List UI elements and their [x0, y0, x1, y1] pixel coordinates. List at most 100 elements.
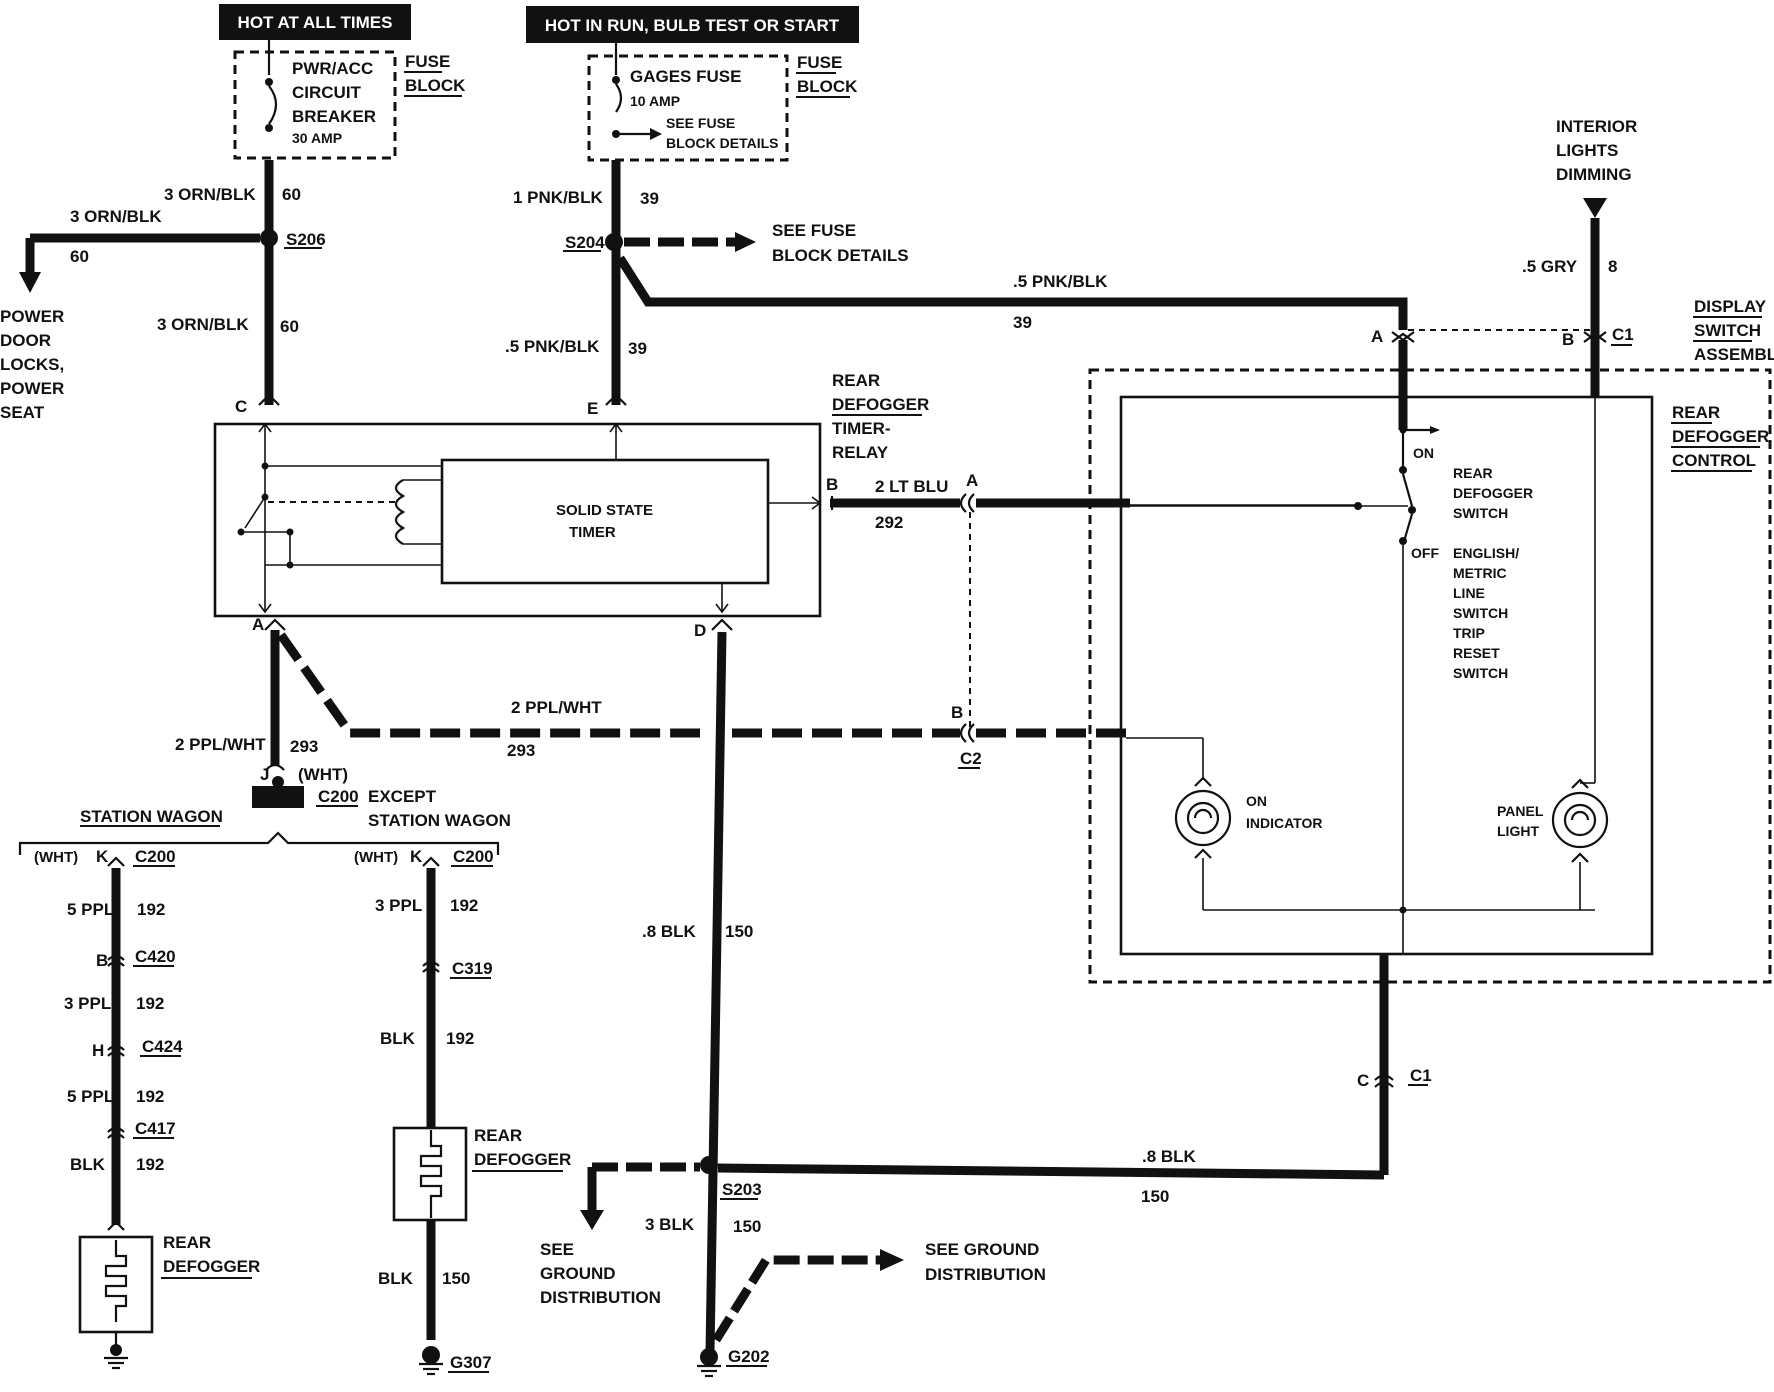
- header-hot-at-all-times: HOT AT ALL TIMES: [219, 4, 411, 40]
- svg-text:REAR: REAR: [1672, 403, 1720, 422]
- fuse-block-2-title2: BLOCK: [797, 77, 858, 96]
- header-hot-in-run-text: HOT IN RUN, BULB TEST OR START: [545, 16, 840, 35]
- svg-text:TIMER-: TIMER-: [832, 419, 891, 438]
- display-switch-assembly: DISPLAY SWITCH ASSEMBLY REAR DEFOGGER CO…: [1088, 297, 1774, 984]
- w60-gauge-branch: 3 ORN/BLK: [70, 207, 162, 226]
- fuse-block-1-title2: BLOCK: [405, 76, 466, 95]
- w39-gauge-top: 1 PNK/BLK: [513, 188, 603, 207]
- svg-text:LINE: LINE: [1453, 585, 1485, 601]
- w39-circuit-right: 39: [1013, 313, 1032, 332]
- see-fuse-1: SEE FUSE: [772, 221, 856, 240]
- w39-gauge-right: .5 PNK/BLK: [1013, 272, 1108, 291]
- svg-text:ASSEMBLY: ASSEMBLY: [1694, 345, 1774, 364]
- breaker-line-3: BREAKER: [292, 107, 376, 126]
- splice-s203: S203: [722, 1180, 762, 1199]
- svg-text:DISTRIBUTION: DISTRIBUTION: [540, 1288, 661, 1307]
- blk3-circuit: 150: [733, 1217, 761, 1236]
- ground-g202: G202: [728, 1347, 770, 1366]
- fuse-block-pwr-acc: PWR/ACC CIRCUIT BREAKER 30 AMP FUSE BLOC…: [233, 40, 466, 160]
- fuse-block-gages: GAGES FUSE 10 AMP SEE FUSE BLOCK DETAILS…: [587, 43, 858, 162]
- timer-pin-e: E: [587, 399, 598, 418]
- svg-text:POWER: POWER: [0, 379, 64, 398]
- fuse-block-2-title: FUSE: [797, 53, 842, 72]
- svg-text:SEAT: SEAT: [0, 403, 45, 422]
- timer-pin-b: B: [826, 475, 838, 494]
- svg-text:K: K: [96, 847, 109, 866]
- svg-text:(WHT): (WHT): [354, 849, 398, 866]
- c1-label-top: C1: [1612, 325, 1634, 344]
- svg-text:RESET: RESET: [1453, 645, 1500, 661]
- switch-off: OFF: [1411, 545, 1439, 561]
- gages-fuse-label: GAGES FUSE: [630, 67, 741, 86]
- ppl-circuit: 293: [507, 741, 535, 760]
- svg-text:METRIC: METRIC: [1453, 565, 1507, 581]
- svg-text:BLK: BLK: [70, 1155, 106, 1174]
- rear-defogger-timer-relay: REAR DEFOGGER TIMER- RELAY SOLID STATE T…: [213, 371, 929, 618]
- blk3-gauge: 3 BLK: [645, 1215, 695, 1234]
- gages-see-1: SEE FUSE: [666, 115, 735, 131]
- svg-text:DIMMING: DIMMING: [1556, 165, 1632, 184]
- switch-on: ON: [1413, 445, 1434, 461]
- c200-pin-j: J: [260, 765, 269, 784]
- svg-text:DISTRIBUTION: DISTRIBUTION: [925, 1265, 1046, 1284]
- svg-text:192: 192: [450, 896, 478, 915]
- svg-text:REAR: REAR: [474, 1126, 522, 1145]
- svg-text:REAR: REAR: [832, 371, 880, 390]
- station-wagon-label: STATION WAGON: [80, 807, 223, 826]
- svg-text:ON: ON: [1246, 793, 1267, 809]
- circuit-60: 3 ORN/BLK 60 3 ORN/BLK 60 S206 3 ORN/BLK…: [19, 160, 326, 416]
- c1-label-bottom: C1: [1410, 1066, 1432, 1085]
- svg-text:5 PPL: 5 PPL: [67, 900, 114, 919]
- svg-text:DISPLAY: DISPLAY: [1694, 297, 1767, 316]
- lb-c200: C200: [135, 847, 176, 866]
- svg-text:192: 192: [136, 994, 164, 1013]
- gry-circuit: 8: [1608, 257, 1617, 276]
- c2-pin-b: B: [951, 703, 963, 722]
- svg-text:B: B: [96, 951, 108, 970]
- w60-gauge-low: 3 ORN/BLK: [157, 315, 249, 334]
- connector-c1-top: A B C1: [1371, 325, 1634, 349]
- c1-pin-c: C: [1357, 1071, 1369, 1090]
- blk8-circuit-right: 150: [1141, 1187, 1169, 1206]
- c2-pin-a: A: [966, 471, 978, 490]
- c2-label: C2: [960, 749, 982, 768]
- svg-text:DEFOGGER: DEFOGGER: [832, 395, 929, 414]
- svg-text:SEE: SEE: [540, 1240, 574, 1259]
- svg-text:CONTROL: CONTROL: [1672, 451, 1756, 470]
- svg-text:DEFOGGER: DEFOGGER: [1672, 427, 1769, 446]
- blk8-gauge: .8 BLK: [642, 922, 697, 941]
- svg-text:192: 192: [446, 1029, 474, 1048]
- svg-text:5 PPL: 5 PPL: [67, 1087, 114, 1106]
- w60-circuit-low: 60: [280, 317, 299, 336]
- circuit-293: A 2 PPL/WHT 293 2 PPL/WHT 293 B C2: [175, 615, 1126, 769]
- timer-label: TIMER: [569, 524, 616, 541]
- gry-gauge: .5 GRY: [1522, 257, 1578, 276]
- station-wagon-branch: (WHT) K C200 5 PPL 192 B C420 3 PPL 192 …: [34, 847, 260, 1370]
- connector-c200: J (WHT) C200 EXCEPT STATION WAGON STATIO…: [18, 763, 511, 855]
- svg-text:ENGLISH/: ENGLISH/: [1453, 545, 1519, 561]
- svg-text:DEFOGGER: DEFOGGER: [474, 1150, 571, 1169]
- svg-text:3 PPL: 3 PPL: [64, 994, 111, 1013]
- see-fuse-2: BLOCK DETAILS: [772, 246, 909, 265]
- w60-circuit-top: 60: [282, 185, 301, 204]
- ground-g307: G307: [450, 1353, 492, 1372]
- c200-label: C200: [318, 787, 359, 806]
- svg-text:DOOR: DOOR: [0, 331, 51, 350]
- circuit-292: B 2 LT BLU 292 A: [826, 471, 1358, 728]
- svg-text:SWITCH: SWITCH: [1453, 665, 1508, 681]
- timer-pin-d: D: [694, 621, 706, 640]
- ppl-gauge: 2 PPL/WHT: [511, 698, 602, 717]
- svg-text:C424: C424: [142, 1037, 183, 1056]
- svg-text:150: 150: [442, 1269, 470, 1288]
- c200-wht: (WHT): [298, 765, 348, 784]
- blk8-circuit: 150: [725, 922, 753, 941]
- breaker-rating: 30 AMP: [292, 130, 342, 146]
- svg-text:H: H: [92, 1041, 104, 1060]
- svg-text:PANEL: PANEL: [1497, 803, 1544, 819]
- mb-c200: C200: [453, 847, 494, 866]
- blu-circuit: 292: [875, 513, 903, 532]
- w60-gauge-top: 3 ORN/BLK: [164, 185, 256, 204]
- svg-text:GROUND: GROUND: [540, 1264, 616, 1283]
- gages-see-2: BLOCK DETAILS: [666, 135, 779, 151]
